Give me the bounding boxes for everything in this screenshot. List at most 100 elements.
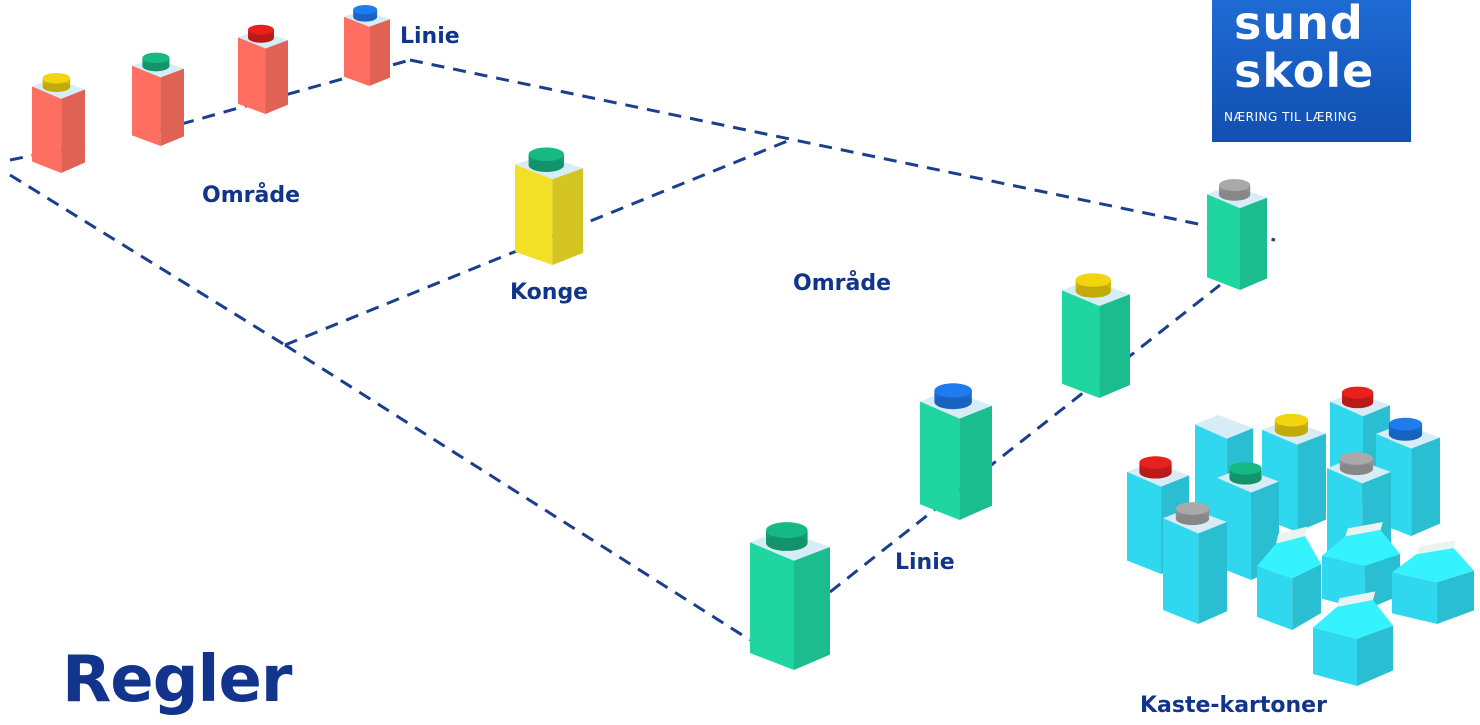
carton-front (32, 86, 62, 173)
carton-seal (1345, 522, 1383, 537)
carton-cap (1139, 456, 1172, 469)
carton-cap (1339, 452, 1374, 465)
red-carton-piece (132, 52, 184, 146)
logo-word-bottom: skole (1234, 44, 1375, 98)
carton-side (552, 168, 583, 265)
carton-cap-base (1342, 396, 1374, 409)
carton-side (1357, 625, 1393, 686)
carton-side (61, 89, 85, 173)
carton-side (1292, 564, 1321, 630)
carton-front (1392, 572, 1438, 624)
carton-cap (1274, 413, 1309, 427)
carton-front (238, 37, 266, 114)
carton-cap (42, 72, 71, 84)
carton-cap-base (1388, 427, 1423, 441)
logo-word-top: sund (1234, 0, 1364, 50)
carton-cap-base (1229, 472, 1262, 485)
carton-seal (1276, 526, 1307, 544)
carton-side (1198, 522, 1227, 624)
carton-side (1437, 570, 1474, 624)
carton-front (344, 16, 370, 86)
label-area-right: Område (793, 271, 891, 296)
carton-front (1257, 566, 1293, 630)
carton-cap-base (1175, 512, 1210, 526)
throw-carton-lying (1392, 540, 1474, 624)
carton-front (1062, 290, 1100, 398)
red-carton-piece (32, 72, 85, 173)
carton-pieces (32, 5, 1474, 686)
carton-front (1207, 194, 1240, 290)
carton-gable-top (1257, 536, 1321, 579)
carton-side (265, 40, 288, 114)
carton-cap-base (1339, 462, 1374, 476)
dashed-boundary-line (9, 143, 86, 162)
carton-side (1240, 197, 1267, 290)
green-carton-piece (920, 383, 992, 520)
dashed-boundary-line (284, 343, 751, 642)
carton-cap (142, 52, 170, 64)
carton-cap-base (1219, 188, 1251, 201)
school-logo: sund skole NÆRING TIL LÆRING (1212, 0, 1411, 142)
throw-carton-lying (1257, 526, 1321, 630)
carton-cap (934, 383, 972, 398)
king-carton (515, 147, 583, 265)
carton-front (1127, 471, 1162, 574)
carton-side (794, 546, 830, 670)
carton-front (132, 65, 161, 146)
carton-top (1195, 415, 1253, 439)
carton-cap-base (766, 534, 808, 551)
throw-carton-lying (1313, 591, 1393, 686)
carton-gable-top (1392, 548, 1474, 583)
red-carton-piece (238, 24, 288, 114)
label-line-top: Linie (400, 24, 460, 49)
carton-cap-base (528, 158, 564, 172)
carton-front (920, 401, 960, 520)
carton-cap (1075, 273, 1111, 287)
carton-side (1411, 437, 1440, 536)
page-title: Regler (62, 643, 292, 717)
carton-front (750, 542, 794, 670)
carton-cap-base (1139, 466, 1172, 479)
carton-front (1163, 518, 1199, 624)
carton-gable-top (1313, 600, 1393, 639)
green-carton-piece (750, 522, 830, 670)
carton-cap (1229, 462, 1262, 475)
throw-carton (1163, 502, 1227, 624)
carton-cap-base (248, 32, 274, 43)
carton-front (515, 164, 553, 265)
carton-seal (1416, 540, 1456, 555)
carton-cap (248, 24, 274, 35)
carton-cap (1342, 386, 1374, 399)
carton-cap (1388, 417, 1423, 431)
carton-side (959, 405, 992, 520)
carton-side (160, 68, 184, 146)
carton-side (369, 19, 390, 86)
red-carton-piece (344, 5, 390, 86)
carton-side (1099, 294, 1130, 398)
green-carton-piece (1062, 273, 1130, 398)
carton-cap (528, 147, 564, 162)
logo-tagline: NÆRING TIL LÆRING (1224, 110, 1358, 124)
label-king: Konge (510, 280, 589, 305)
carton-gable-top (1322, 530, 1400, 566)
label-area-left: Område (202, 183, 300, 208)
carton-front (1313, 627, 1357, 686)
carton-cap (1175, 502, 1210, 515)
label-throw-cartons: Kaste-kartoner (1140, 693, 1327, 718)
dashed-boundary-line (829, 283, 1221, 594)
carton-seal (1337, 591, 1376, 607)
carton-cap (353, 5, 378, 15)
carton-cap (1219, 179, 1251, 192)
carton-cap-base (1075, 284, 1111, 298)
dashed-boundary-line (9, 173, 286, 347)
dashed-boundary-line (409, 58, 1276, 242)
label-line-bottom: Linie (895, 550, 955, 575)
carton-cap-base (934, 394, 972, 410)
carton-cap (766, 522, 808, 539)
throw-carton (1376, 417, 1440, 536)
green-carton-piece (1207, 179, 1267, 290)
carton-cap-base (1274, 423, 1309, 437)
carton-side (1297, 433, 1326, 532)
